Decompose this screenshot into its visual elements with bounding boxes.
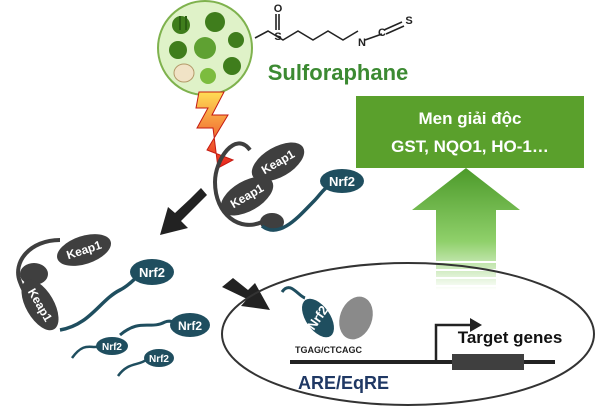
cruciferous-vegetables-icon — [157, 0, 253, 96]
sulfoxide-oxygen-atom: O — [274, 3, 283, 15]
are-sequence: TGAG/CTCAGC — [295, 345, 362, 355]
enzymes-box — [356, 96, 584, 168]
free-nrf2-3 — [116, 349, 174, 377]
free-nrf2-2 — [70, 337, 128, 359]
target-genes-label: Target genes — [458, 328, 563, 347]
free-nrf2-label-3: Nrf2 — [149, 354, 169, 365]
carbon-atom: C — [378, 27, 386, 39]
nrf2-label-left: Nrf2 — [139, 265, 165, 280]
sulfur-atom: S — [274, 31, 281, 43]
free-nrf2-label-1: Nrf2 — [178, 319, 202, 333]
lightning-bolt-icon — [195, 91, 235, 169]
maf-partner — [339, 296, 373, 340]
sulforaphane-structure — [254, 14, 405, 41]
keap1-nrf2-complex-top — [212, 141, 364, 232]
target-gene-block — [452, 354, 524, 370]
nrf2-label-top: Nrf2 — [329, 174, 355, 189]
transcription-arrowhead — [470, 318, 482, 332]
enzymes-list: GST, NQO1, HO-1… — [391, 137, 549, 156]
free-nrf2-label-2: Nrf2 — [102, 342, 122, 353]
transcription-start-arrow — [434, 323, 470, 362]
nucleus — [221, 262, 595, 406]
nitrogen-atom: N — [358, 37, 366, 49]
dissociation-arrow — [160, 188, 207, 235]
nucleus-nrf2 — [280, 286, 334, 338]
enzymes-title: Men giải độc — [419, 109, 522, 128]
are-element-label: ARE/EqRE — [298, 373, 389, 393]
terminal-sulfur-atom: S — [405, 15, 412, 27]
induction-arrow — [412, 168, 520, 290]
keap1-nrf2-complex-left — [16, 234, 174, 332]
compound-name: Sulforaphane — [268, 60, 409, 85]
translocation-arrow — [222, 278, 270, 310]
free-nrf2-1 — [119, 313, 210, 337]
